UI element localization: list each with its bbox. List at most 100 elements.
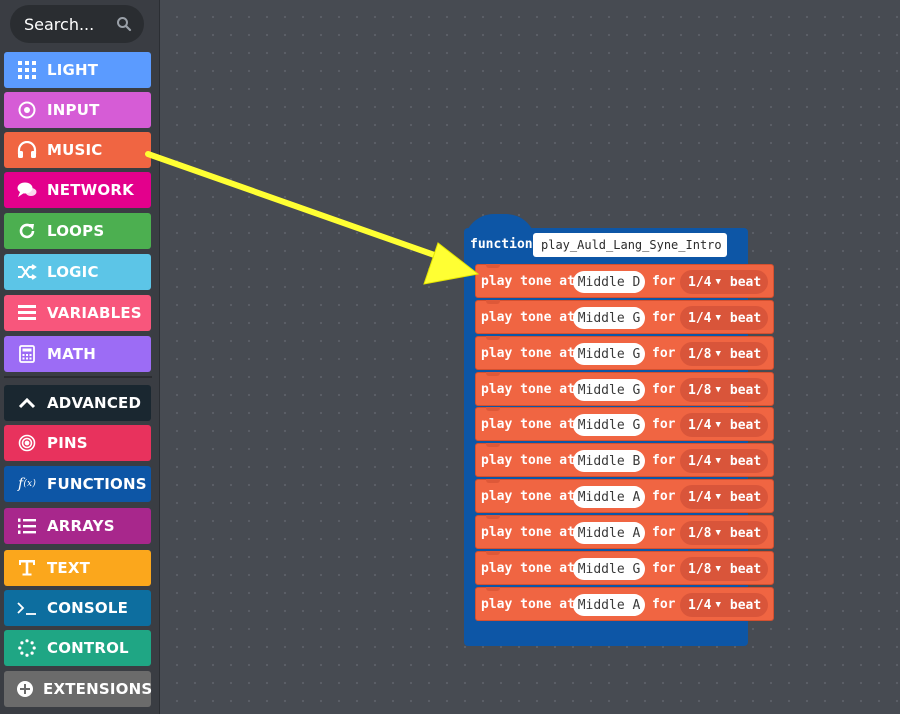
search-icon[interactable]	[116, 16, 132, 32]
category-music[interactable]: MUSIC	[4, 132, 151, 168]
beat-dropdown[interactable]: 1/8▼beat	[680, 557, 768, 581]
category-label: CONSOLE	[47, 599, 129, 617]
block-notch	[486, 336, 500, 340]
beat-value: 1/4	[688, 489, 712, 505]
beat-dropdown[interactable]: 1/4▼ beat	[680, 485, 768, 509]
beat-dropdown[interactable]: 1/4▼ beat	[680, 593, 768, 617]
block-notch	[486, 479, 500, 483]
category-text[interactable]: TEXT	[4, 550, 151, 586]
play-tone-label: play tone at	[481, 273, 575, 289]
category-network[interactable]: NETWORK	[4, 172, 151, 208]
play-tone-label: play tone at	[481, 345, 575, 361]
for-label: for	[652, 524, 676, 540]
category-variables[interactable]: VARIABLES	[4, 295, 151, 331]
category-logic[interactable]: LOGIC	[4, 254, 151, 290]
category-control[interactable]: CONTROL	[4, 630, 151, 666]
play-tone-label: play tone at	[481, 596, 575, 612]
category-extensions[interactable]: EXTENSIONS	[4, 671, 153, 707]
beat-label: beat	[729, 417, 762, 433]
chevron-up-icon	[16, 392, 38, 414]
shuffle-icon	[16, 261, 38, 283]
refresh-icon	[16, 220, 38, 242]
beat-dropdown[interactable]: 1/8▼beat	[680, 342, 768, 366]
note-field[interactable]: Middle G	[573, 307, 645, 329]
note-field[interactable]: Middle D	[573, 271, 645, 293]
category-input[interactable]: INPUT	[4, 92, 151, 128]
note-field[interactable]: Middle G	[573, 343, 645, 365]
terminal-icon	[16, 597, 38, 619]
note-field[interactable]: Middle A	[573, 486, 645, 508]
function-icon: f(x)	[17, 476, 37, 492]
beat-value: 1/4	[688, 310, 712, 326]
dropdown-caret-icon: ▼	[715, 313, 721, 323]
dropdown-caret-icon: ▼	[715, 277, 721, 287]
note-field[interactable]: Middle B	[573, 450, 645, 472]
beat-label: beat	[729, 525, 762, 541]
search-input[interactable]: Search...	[10, 5, 144, 43]
category-pins[interactable]: PINS	[4, 425, 151, 461]
note-field[interactable]: Middle G	[573, 414, 645, 436]
dropdown-caret-icon: ▼	[715, 349, 721, 359]
category-label: TEXT	[47, 559, 91, 577]
dropdown-caret-icon: ▼	[715, 600, 721, 610]
beat-label: beat	[729, 382, 762, 398]
note-field[interactable]: Middle G	[573, 379, 645, 401]
beat-dropdown[interactable]: 1/8▼ beat	[680, 378, 768, 402]
category-label: ADVANCED	[47, 394, 142, 412]
note-field[interactable]: Middle G	[573, 558, 645, 580]
beat-value: 1/4	[688, 597, 712, 613]
function-name-field[interactable]: play_Auld_Lang_Syne_Intro	[533, 233, 727, 257]
for-label: for	[652, 416, 676, 432]
category-console[interactable]: CONSOLE	[4, 590, 151, 626]
beat-label: beat	[729, 274, 762, 290]
category-label: LOOPS	[47, 222, 105, 240]
note-field[interactable]: Middle A	[573, 594, 645, 616]
category-loops[interactable]: LOOPS	[4, 213, 151, 249]
beat-dropdown[interactable]: 1/4▼beat	[680, 413, 768, 437]
category-label: MATH	[47, 345, 96, 363]
for-label: for	[652, 345, 676, 361]
plus-circle-icon	[16, 678, 34, 700]
block-notch	[486, 515, 500, 519]
beat-value: 1/4	[688, 453, 712, 469]
category-math[interactable]: MATH	[4, 336, 151, 372]
for-label: for	[652, 452, 676, 468]
beat-dropdown[interactable]: 1/4▼beat	[680, 270, 768, 294]
dropdown-caret-icon: ▼	[715, 385, 721, 395]
dropdown-caret-icon: ▼	[715, 420, 721, 430]
function-block-connector	[475, 620, 491, 626]
beat-dropdown[interactable]: 1/8▼beat	[680, 521, 768, 545]
category-light[interactable]: LIGHT	[4, 52, 151, 88]
beat-dropdown[interactable]: 1/4▼beat	[680, 449, 768, 473]
category-label: MUSIC	[47, 141, 103, 159]
beat-label: beat	[729, 489, 762, 505]
category-label: LOGIC	[47, 263, 99, 281]
beat-value: 1/8	[688, 525, 712, 541]
category-label: VARIABLES	[47, 304, 142, 322]
dropdown-caret-icon: ▼	[715, 492, 721, 502]
dropdown-caret-icon: ▼	[715, 564, 721, 574]
category-label: EXTENSIONS	[43, 680, 153, 698]
beat-dropdown[interactable]: 1/4▼beat	[680, 306, 768, 330]
category-arrays[interactable]: ARRAYS	[4, 508, 151, 544]
category-advanced[interactable]: ADVANCED	[4, 385, 151, 421]
play-tone-label: play tone at	[481, 452, 575, 468]
beat-label: beat	[729, 346, 762, 362]
note-field[interactable]: Middle A	[573, 522, 645, 544]
beat-value: 1/8	[688, 382, 712, 398]
beat-label: beat	[729, 597, 762, 613]
for-label: for	[652, 309, 676, 325]
category-functions[interactable]: f(x) FUNCTIONS	[4, 466, 151, 502]
category-label: FUNCTIONS	[47, 475, 147, 493]
block-notch	[486, 372, 500, 376]
